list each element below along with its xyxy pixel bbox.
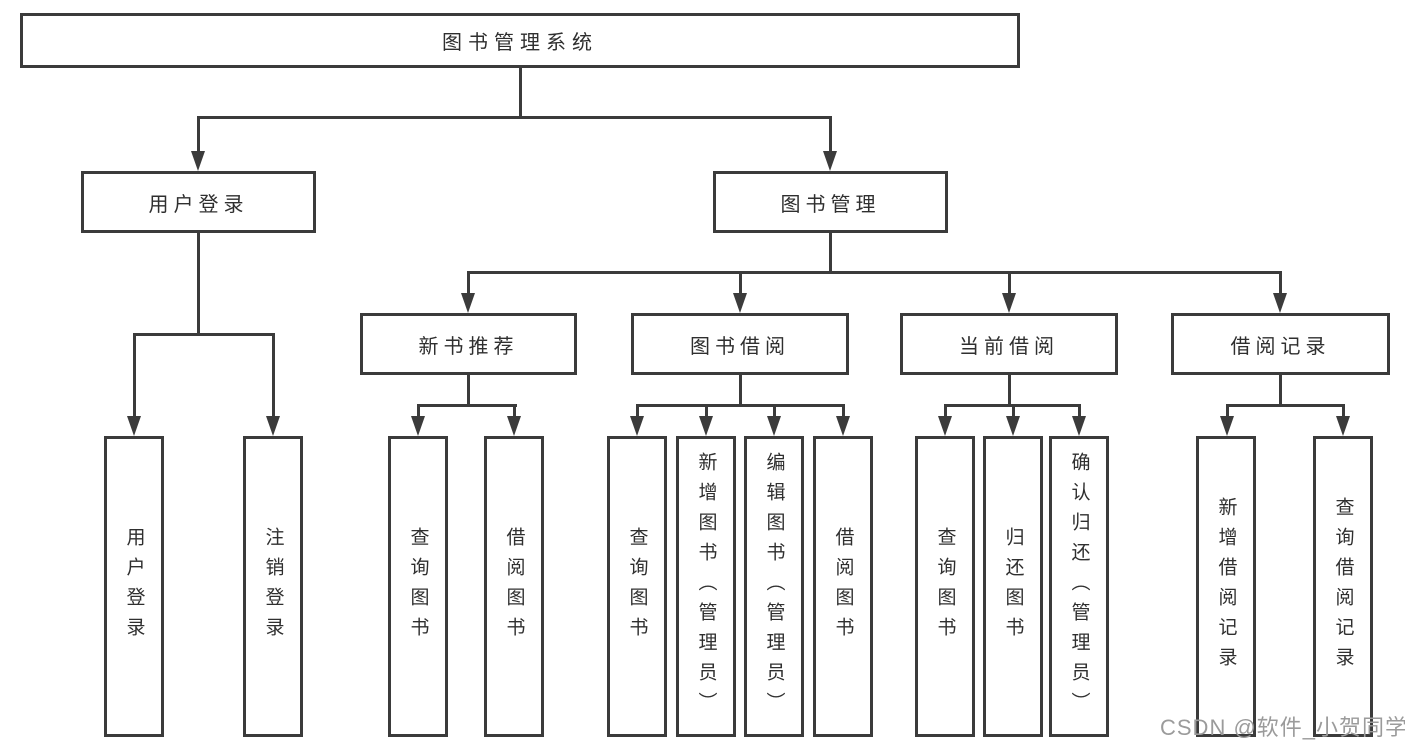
edge-root-bar (197, 116, 832, 119)
edge-leaf-drop (773, 404, 776, 418)
arrowhead-icon (461, 293, 475, 313)
edge-leaf-drop (1078, 404, 1081, 418)
arrowhead-icon (767, 416, 781, 436)
edge-leaf-drop (417, 404, 420, 418)
arrowhead-icon (127, 416, 141, 436)
leaf-confirm-return-admin: 确认归还（管理员） (1049, 436, 1109, 737)
edge-to-leaf-logout (272, 333, 275, 418)
node-user-login: 用户登录 (81, 171, 316, 233)
edge-leaf-drop (636, 404, 639, 418)
edge-borrow-records-bar (1226, 404, 1345, 407)
arrowhead-icon (1072, 416, 1086, 436)
edge-to-current-borrow (1008, 271, 1011, 295)
edge-to-user-login (197, 116, 200, 153)
edge-to-book-borrow (739, 271, 742, 295)
node-current-borrow: 当前借阅 (900, 313, 1118, 375)
edge-leaf-drop (1342, 404, 1345, 418)
arrowhead-icon (699, 416, 713, 436)
node-library-system: 图书管理系统 (20, 13, 1020, 68)
arrowhead-icon (1002, 293, 1016, 313)
leaf-add-borrow-record: 新增借阅记录 (1196, 436, 1256, 737)
edge-leaf-drop (513, 404, 516, 418)
leaf-logout: 注销登录 (243, 436, 303, 737)
arrowhead-icon (1336, 416, 1350, 436)
edge-book-management-drop (829, 233, 832, 274)
edge-book-borrow-bar (636, 404, 845, 407)
edge-to-leaf-user-login (133, 333, 136, 418)
node-book-management: 图书管理 (713, 171, 948, 233)
arrowhead-icon (1220, 416, 1234, 436)
arrowhead-icon (836, 416, 850, 436)
edge-new-book-bar (417, 404, 517, 407)
edge-new-book-drop (467, 375, 470, 407)
edge-leaf-drop (944, 404, 947, 418)
edge-user-login-drop (197, 233, 200, 336)
arrowhead-icon (411, 416, 425, 436)
edge-leaf-drop (1012, 404, 1015, 418)
arrowhead-icon (823, 151, 837, 171)
csdn-watermark: CSDN @软件_小贺同学 (1160, 715, 1405, 740)
node-borrow-records: 借阅记录 (1171, 313, 1390, 375)
edge-root-drop (519, 68, 522, 117)
arrowhead-icon (1273, 293, 1287, 313)
leaf-query-borrow-record: 查询借阅记录 (1313, 436, 1373, 737)
edge-borrow-records-drop (1279, 375, 1282, 407)
arrowhead-icon (938, 416, 952, 436)
edge-book-borrow-drop (739, 375, 742, 407)
edge-current-borrow-drop (1008, 375, 1011, 407)
leaf-add-books-admin: 新增图书（管理员） (676, 436, 736, 737)
edge-to-new-book (467, 271, 470, 295)
node-book-borrow: 图书借阅 (631, 313, 849, 375)
edge-to-borrow-records (1279, 271, 1282, 295)
edge-book-management-bar (467, 271, 1282, 274)
arrowhead-icon (630, 416, 644, 436)
edge-leaf-drop (705, 404, 708, 418)
leaf-query-books: 查询图书 (388, 436, 448, 737)
edge-user-login-bar (133, 333, 275, 336)
leaf-user-login: 用户登录 (104, 436, 164, 737)
edge-leaf-drop (842, 404, 845, 418)
leaf-borrow-books: 借阅图书 (484, 436, 544, 737)
arrowhead-icon (1006, 416, 1020, 436)
leaf-return-books: 归还图书 (983, 436, 1043, 737)
arrowhead-icon (266, 416, 280, 436)
edge-to-book-management (829, 116, 832, 153)
leaf-query-books: 查询图书 (607, 436, 667, 737)
leaf-query-books: 查询图书 (915, 436, 975, 737)
arrowhead-icon (191, 151, 205, 171)
leaf-edit-books-admin: 编辑图书（管理员） (744, 436, 804, 737)
arrowhead-icon (507, 416, 521, 436)
arrowhead-icon (733, 293, 747, 313)
edge-leaf-drop (1226, 404, 1229, 418)
leaf-borrow-books: 借阅图书 (813, 436, 873, 737)
node-new-book-recommend: 新书推荐 (360, 313, 577, 375)
